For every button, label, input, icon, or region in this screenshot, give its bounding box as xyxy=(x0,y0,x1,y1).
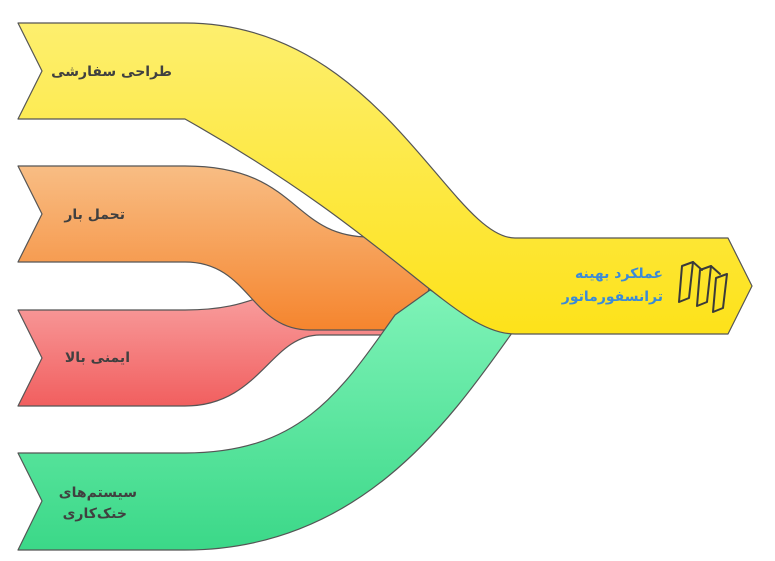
label-load-tolerance: تحمل بار xyxy=(63,207,125,223)
label-cooling-systems-line1: سیستم‌های xyxy=(59,485,137,501)
label-optimal-performance-line1: عملکرد بهینه xyxy=(575,266,663,282)
label-high-safety: ایمنی بالا xyxy=(65,350,130,366)
label-custom-design: طراحی سفارشی xyxy=(51,64,172,80)
coil-icon xyxy=(678,261,728,313)
label-optimal-performance-line2: ترانسفورماتور xyxy=(561,289,663,305)
flow-band-custom-design xyxy=(17,22,753,335)
label-cooling-systems-line2: خنک‌کاری xyxy=(63,506,127,522)
flow-band-cooling-systems xyxy=(17,289,513,551)
